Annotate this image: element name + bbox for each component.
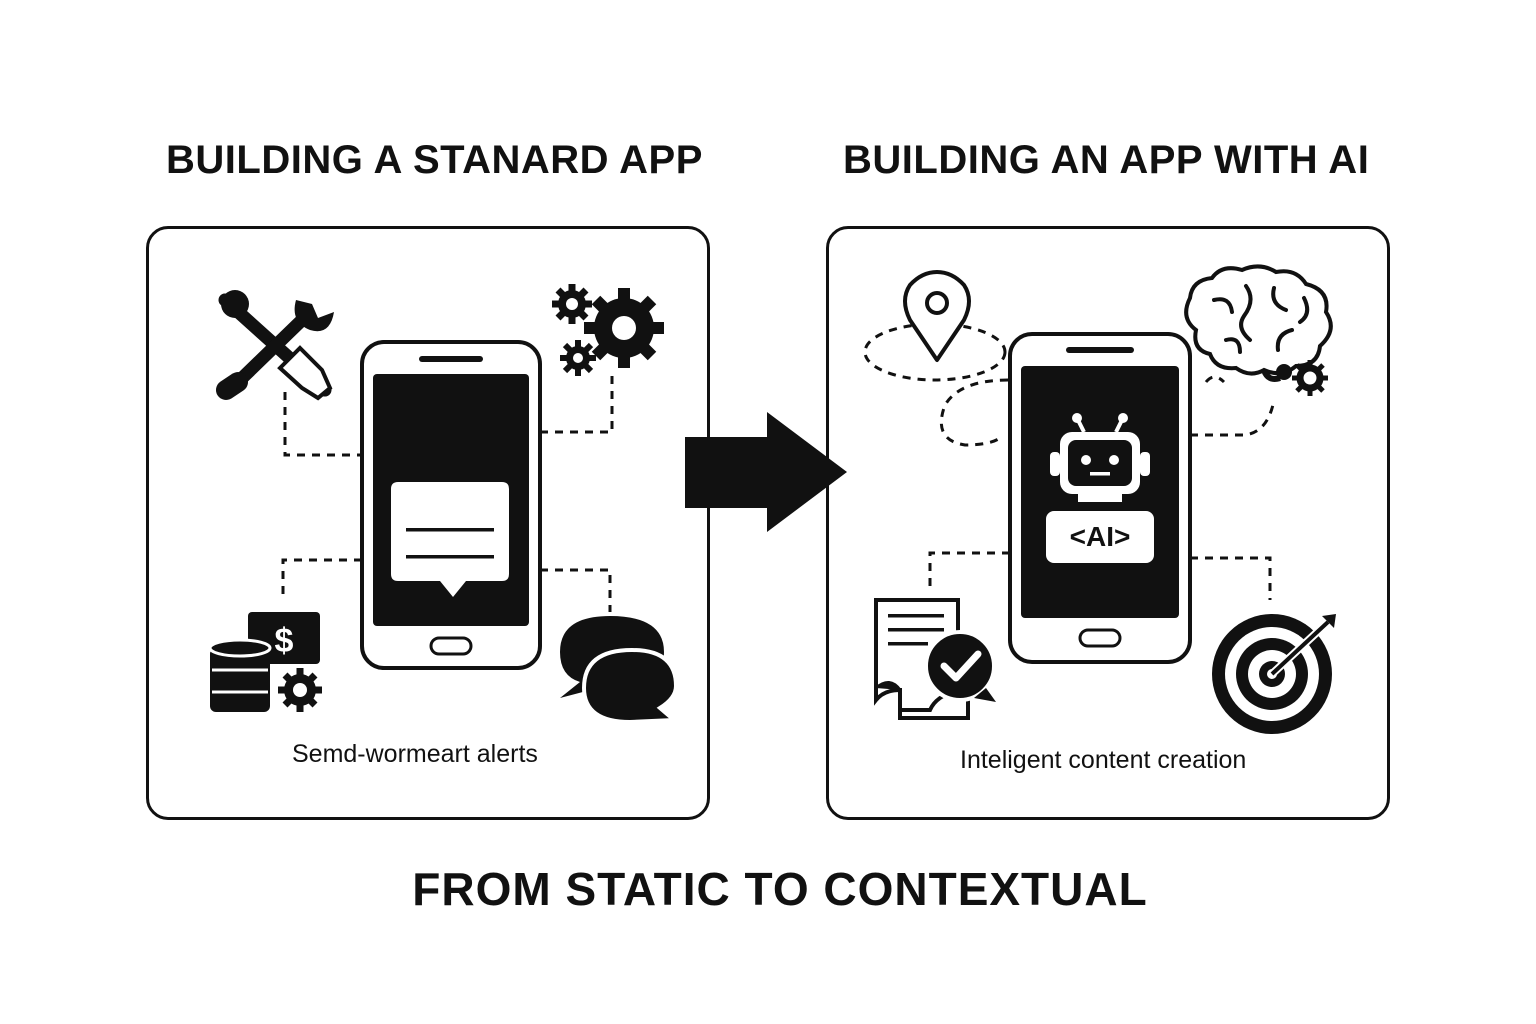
- left-connectors: [281, 375, 614, 612]
- left-caption: Semd-wormeart alerts: [292, 740, 538, 768]
- tools-icon: [216, 290, 334, 401]
- right-caption: Inteligent content creation: [960, 746, 1247, 774]
- right-heading: BUILDING AN APP WITH AI: [843, 138, 1370, 182]
- footer-title: FROM STATIC TO CONTEXTUAL: [412, 863, 1148, 915]
- arrow-right-icon: [685, 412, 847, 532]
- svg-text:$: $: [275, 622, 294, 660]
- document-check-icon: [874, 598, 996, 720]
- brain-gear-icon: [1184, 264, 1333, 396]
- chat-bubbles-icon: [560, 616, 680, 725]
- standard-app-panel: [146, 226, 710, 820]
- message-icon: [391, 482, 509, 597]
- location-pin-icon: [903, 270, 971, 362]
- target-icon: [1212, 614, 1336, 734]
- gears-icon: [552, 284, 664, 376]
- robot-icon: [1050, 413, 1150, 502]
- ai-app-panel: [826, 226, 1390, 820]
- left-heading: BUILDING A STANARD APP: [166, 138, 703, 182]
- ai-label: <AI>: [1046, 511, 1154, 563]
- database-money-icon: $: [208, 612, 322, 712]
